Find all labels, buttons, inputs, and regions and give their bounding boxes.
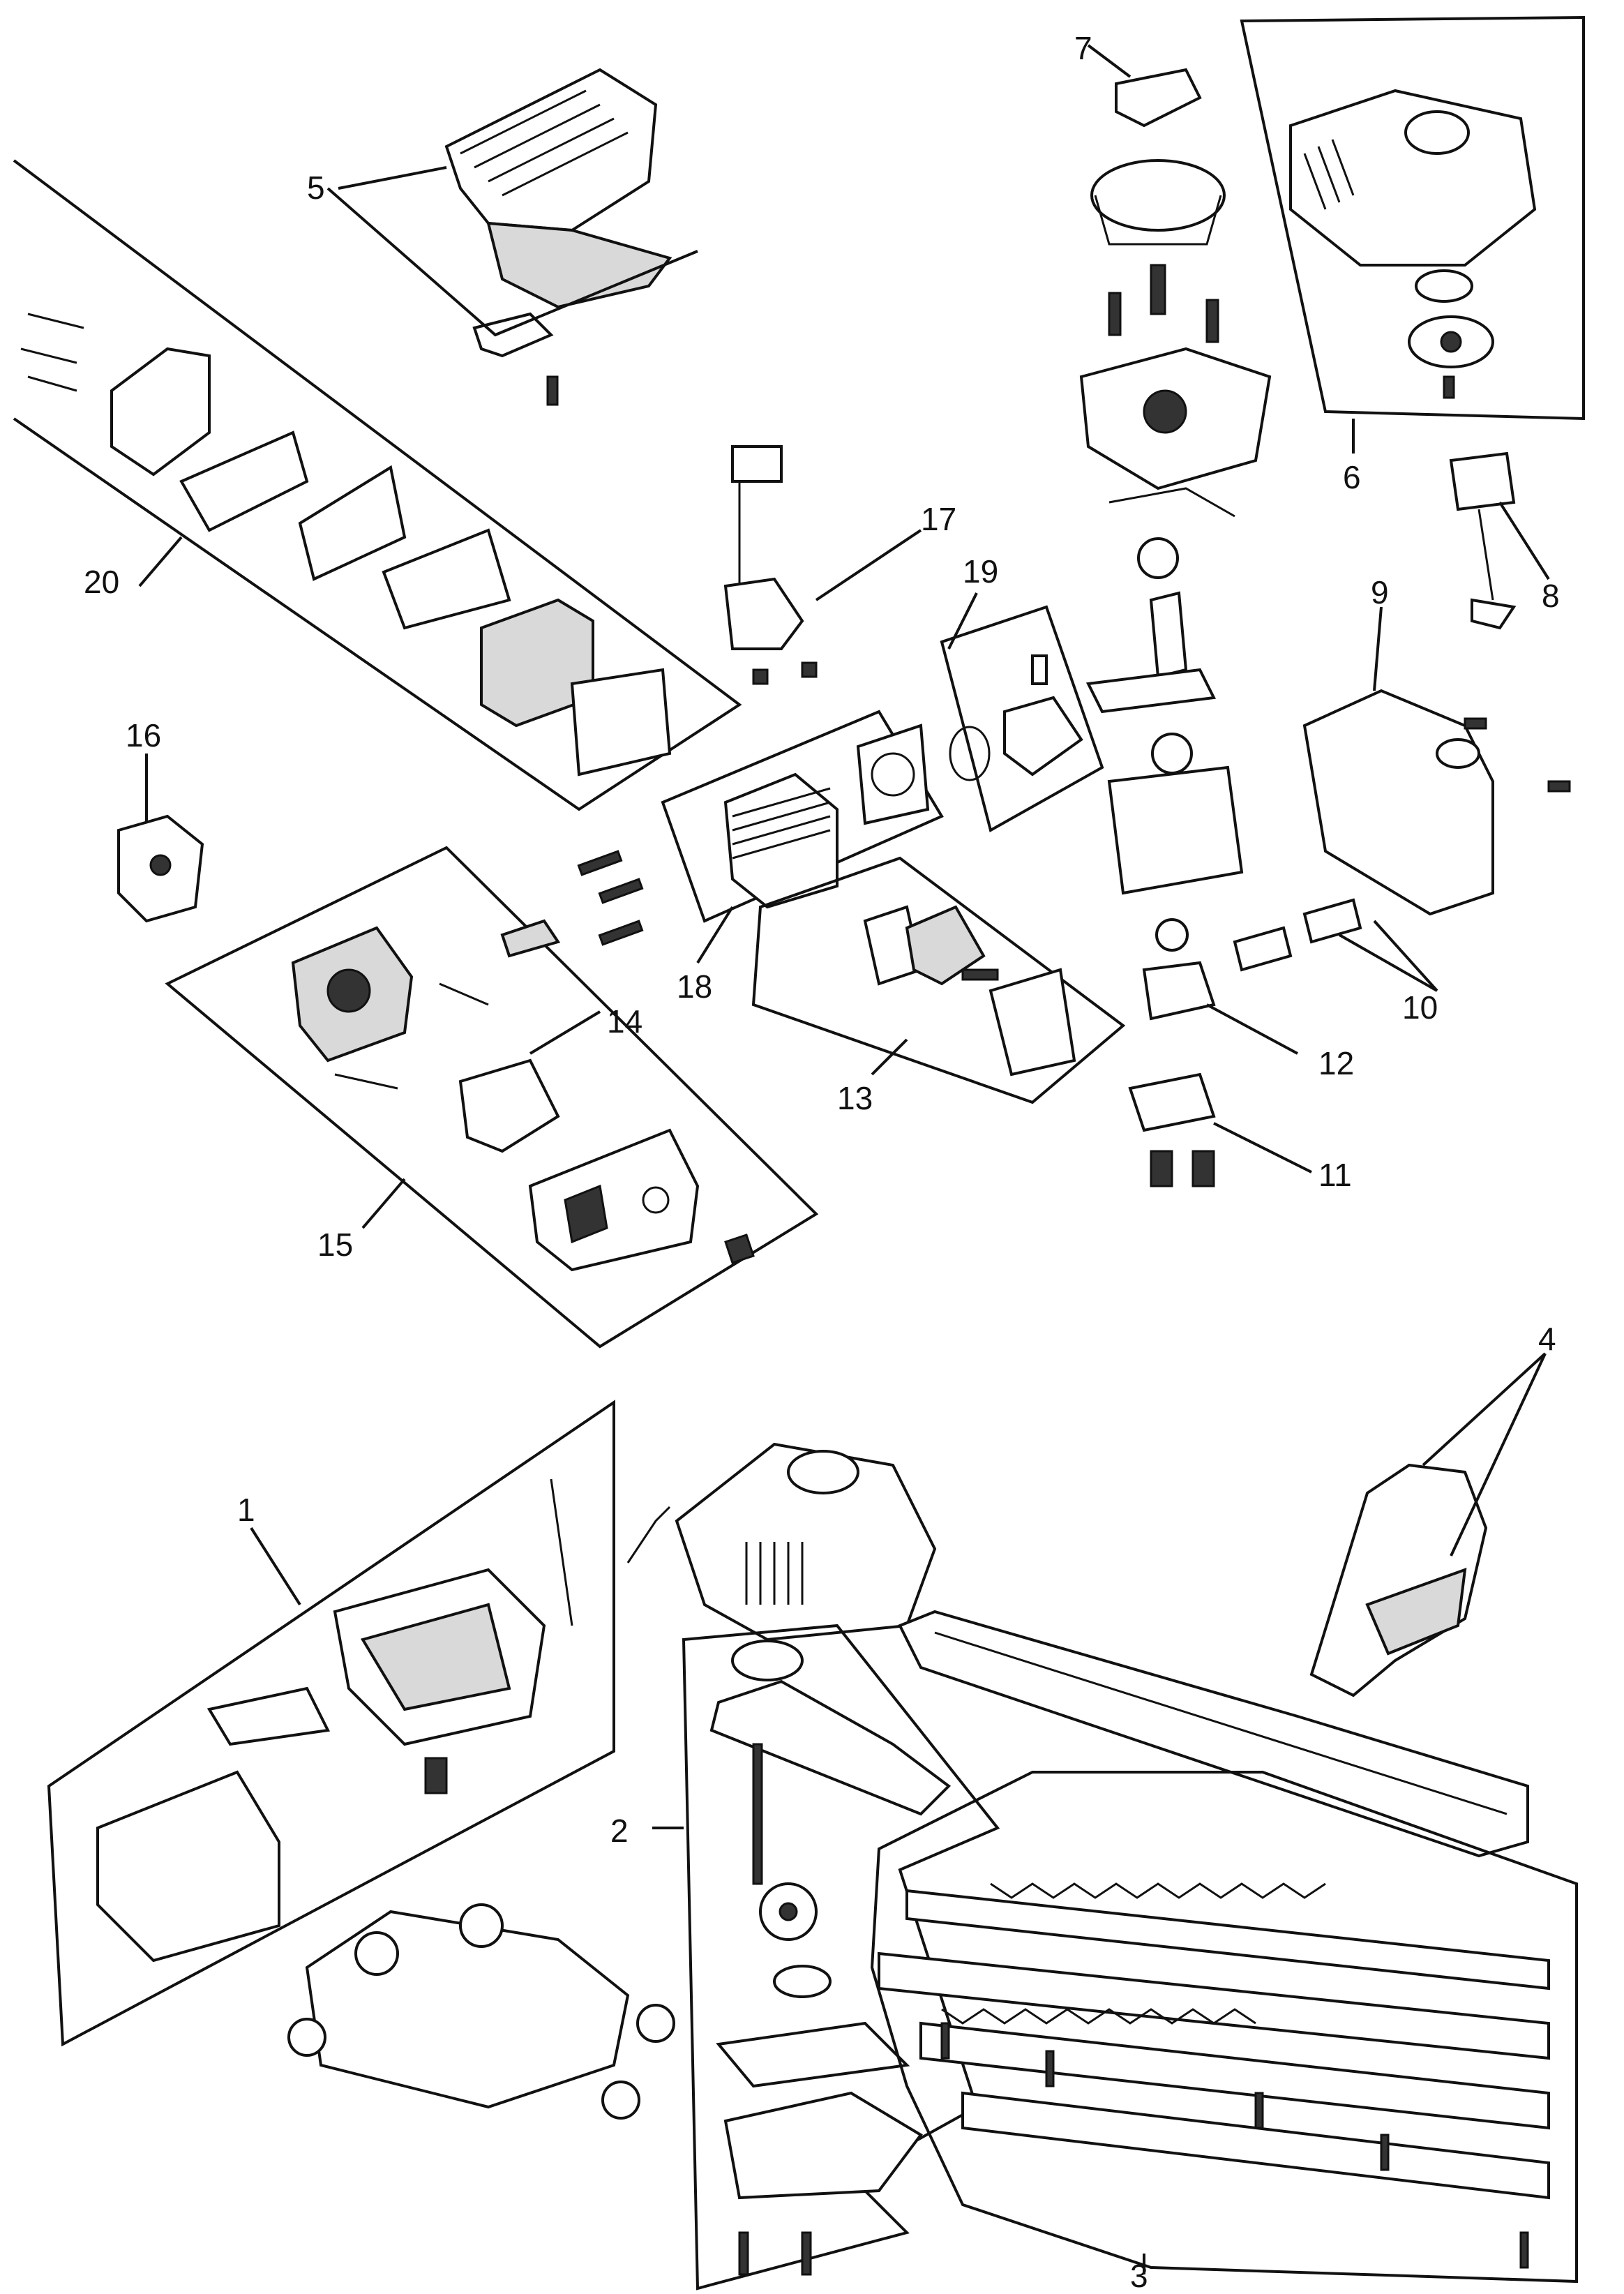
fuel-fittings-10 bbox=[1233, 898, 1362, 972]
ignition-module-13 bbox=[863, 905, 1076, 1077]
leader-11 bbox=[1213, 1122, 1312, 1174]
gearbox-assembly-2 bbox=[709, 1640, 952, 2276]
leader-4b bbox=[1450, 1353, 1547, 1557]
group-1-frame bbox=[47, 1400, 615, 2047]
crankcase-column bbox=[1079, 68, 1272, 1187]
leader-5 bbox=[338, 166, 447, 190]
engine-assembled bbox=[626, 1442, 937, 1642]
callout-20: 20 bbox=[84, 564, 119, 600]
group-15-frame bbox=[165, 846, 819, 1349]
fuel-cap-8 bbox=[1449, 451, 1517, 630]
piston-assembly-19 bbox=[949, 654, 1083, 781]
callout-4: 4 bbox=[1538, 1321, 1556, 1357]
fuel-tank-9 bbox=[1302, 689, 1571, 916]
callout-11: 11 bbox=[1318, 1157, 1352, 1193]
callout-9: 9 bbox=[1371, 574, 1389, 610]
callout-5: 5 bbox=[307, 170, 325, 206]
callout-12: 12 bbox=[1318, 1045, 1354, 1081]
callout-1: 1 bbox=[237, 1492, 255, 1528]
callout-10: 10 bbox=[1402, 989, 1438, 1026]
air-filter-assembly-15 bbox=[291, 926, 755, 1272]
front-handle-4 bbox=[1309, 1463, 1488, 1697]
starter-assembly-6 bbox=[1289, 89, 1537, 399]
callout-7: 7 bbox=[1074, 30, 1092, 66]
leader-14 bbox=[529, 1010, 601, 1055]
cylinder-assembly-18 bbox=[500, 724, 930, 958]
leader-18 bbox=[696, 906, 734, 964]
leader-1 bbox=[250, 1527, 301, 1606]
callout-18: 18 bbox=[677, 968, 712, 1005]
group-5-frame bbox=[326, 187, 698, 337]
rear-handle-assembly-1 bbox=[96, 1478, 573, 1963]
ignition-coil-17 bbox=[723, 445, 818, 685]
leader-10b bbox=[1373, 920, 1438, 992]
blade-guard bbox=[898, 1610, 1529, 1858]
muffler-assembly-20 bbox=[20, 313, 672, 777]
leader-7 bbox=[1087, 44, 1131, 78]
group-6-frame bbox=[1240, 15, 1585, 421]
group-18-frame bbox=[661, 710, 944, 923]
handle-body bbox=[287, 1903, 675, 2120]
blade-assembly-3 bbox=[878, 1882, 1550, 2269]
leader-8 bbox=[1498, 501, 1550, 580]
callout-16: 16 bbox=[126, 717, 161, 754]
group-3-frame bbox=[870, 1771, 1578, 2284]
leader-17 bbox=[815, 529, 922, 601]
callout-17: 17 bbox=[921, 501, 956, 537]
shroud-assembly-5 bbox=[444, 68, 672, 406]
callout-19: 19 bbox=[963, 553, 998, 590]
callout-2: 2 bbox=[610, 1813, 629, 1849]
callout-6: 6 bbox=[1343, 459, 1361, 495]
callout-15: 15 bbox=[317, 1227, 353, 1263]
carburetor-16 bbox=[117, 814, 204, 923]
callout-13: 13 bbox=[837, 1080, 873, 1116]
leader-12 bbox=[1206, 1003, 1298, 1055]
group-13-frame bbox=[751, 856, 1126, 1104]
callout-14: 14 bbox=[607, 1003, 642, 1040]
leader-15 bbox=[361, 1178, 406, 1229]
leader-4a bbox=[1422, 1352, 1547, 1467]
leader-9 bbox=[1373, 606, 1383, 691]
leader-20 bbox=[138, 536, 183, 587]
group-19-frame bbox=[940, 605, 1104, 833]
callout-8: 8 bbox=[1542, 578, 1560, 614]
leader-10a bbox=[1339, 934, 1438, 992]
leader-13 bbox=[871, 1038, 908, 1076]
leader-19 bbox=[947, 592, 978, 650]
callout-3: 3 bbox=[1130, 2258, 1148, 2294]
